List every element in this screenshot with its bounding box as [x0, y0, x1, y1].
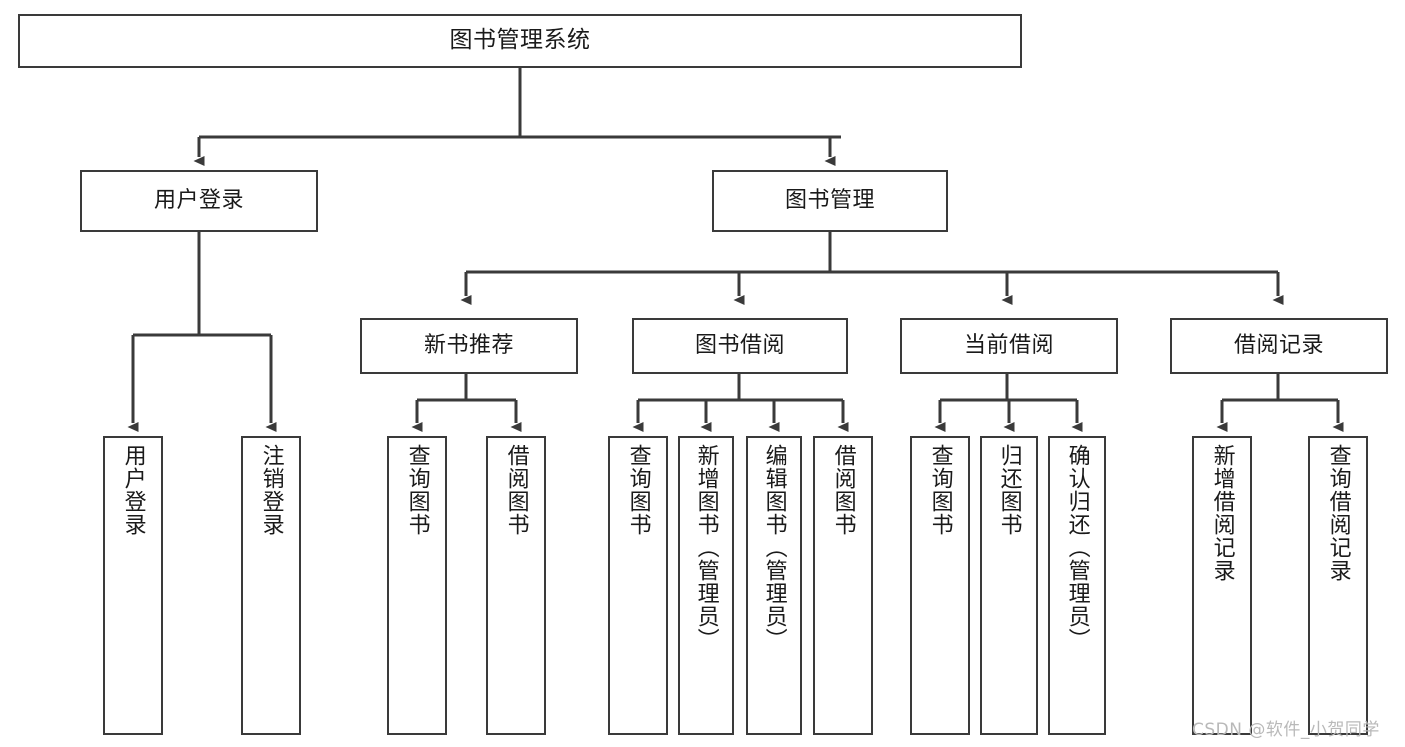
node-book-borrow[interactable]: 图书借阅: [632, 318, 848, 374]
node-label: 新增借阅记录: [1209, 444, 1235, 582]
node-leaf-query-book-current[interactable]: 查询图书: [910, 436, 970, 735]
node-current-borrow[interactable]: 当前借阅: [900, 318, 1118, 374]
node-label: 借阅图书: [830, 444, 856, 536]
node-leaf-borrow-book-recommend[interactable]: 借阅图书: [486, 436, 546, 735]
node-leaf-confirm-return-admin[interactable]: 确认归还（管理员）: [1048, 436, 1106, 735]
node-label: 图书管理: [784, 188, 875, 214]
node-label: 图书借阅: [694, 333, 785, 359]
node-leaf-add-borrow-record[interactable]: 新增借阅记录: [1192, 436, 1252, 735]
node-new-book-recommend[interactable]: 新书推荐: [360, 318, 578, 374]
node-label: 用户登录: [120, 444, 146, 536]
node-label: 查询图书: [404, 444, 430, 536]
node-leaf-query-book-recommend[interactable]: 查询图书: [387, 436, 447, 735]
node-leaf-query-borrow-record[interactable]: 查询借阅记录: [1308, 436, 1368, 735]
node-leaf-borrow-book-borrow[interactable]: 借阅图书: [813, 436, 873, 735]
node-label: 查询图书: [927, 444, 953, 536]
csdn-watermark: CSDN @软件_小贺同学: [1192, 720, 1380, 740]
node-label: 新书推荐: [423, 333, 514, 359]
node-user-login[interactable]: 用户登录: [80, 170, 318, 232]
node-leaf-edit-book-admin[interactable]: 编辑图书（管理员）: [746, 436, 802, 735]
node-leaf-user-logout[interactable]: 注销登录: [241, 436, 301, 735]
node-leaf-add-book-admin[interactable]: 新增图书（管理员）: [678, 436, 734, 735]
node-label: 归还图书: [996, 444, 1022, 536]
node-leaf-return-book[interactable]: 归还图书: [980, 436, 1038, 735]
node-label: 查询图书: [625, 444, 651, 536]
node-root-book-management-system[interactable]: 图书管理系统: [18, 14, 1022, 68]
node-label: 查询借阅记录: [1325, 444, 1351, 582]
node-borrow-record[interactable]: 借阅记录: [1170, 318, 1388, 374]
node-book-manage[interactable]: 图书管理: [712, 170, 948, 232]
node-label: 借阅记录: [1233, 333, 1324, 359]
node-label: 图书管理系统: [449, 27, 591, 54]
node-label: 新增图书（管理员）: [693, 444, 719, 651]
node-label: 确认归还（管理员）: [1064, 444, 1090, 651]
node-leaf-user-login[interactable]: 用户登录: [103, 436, 163, 735]
node-label: 注销登录: [258, 444, 284, 536]
node-label: 当前借阅: [963, 333, 1054, 359]
node-label: 用户登录: [153, 188, 244, 214]
node-label: 编辑图书（管理员）: [761, 444, 787, 651]
node-label: 借阅图书: [503, 444, 529, 536]
node-leaf-query-book-borrow[interactable]: 查询图书: [608, 436, 668, 735]
